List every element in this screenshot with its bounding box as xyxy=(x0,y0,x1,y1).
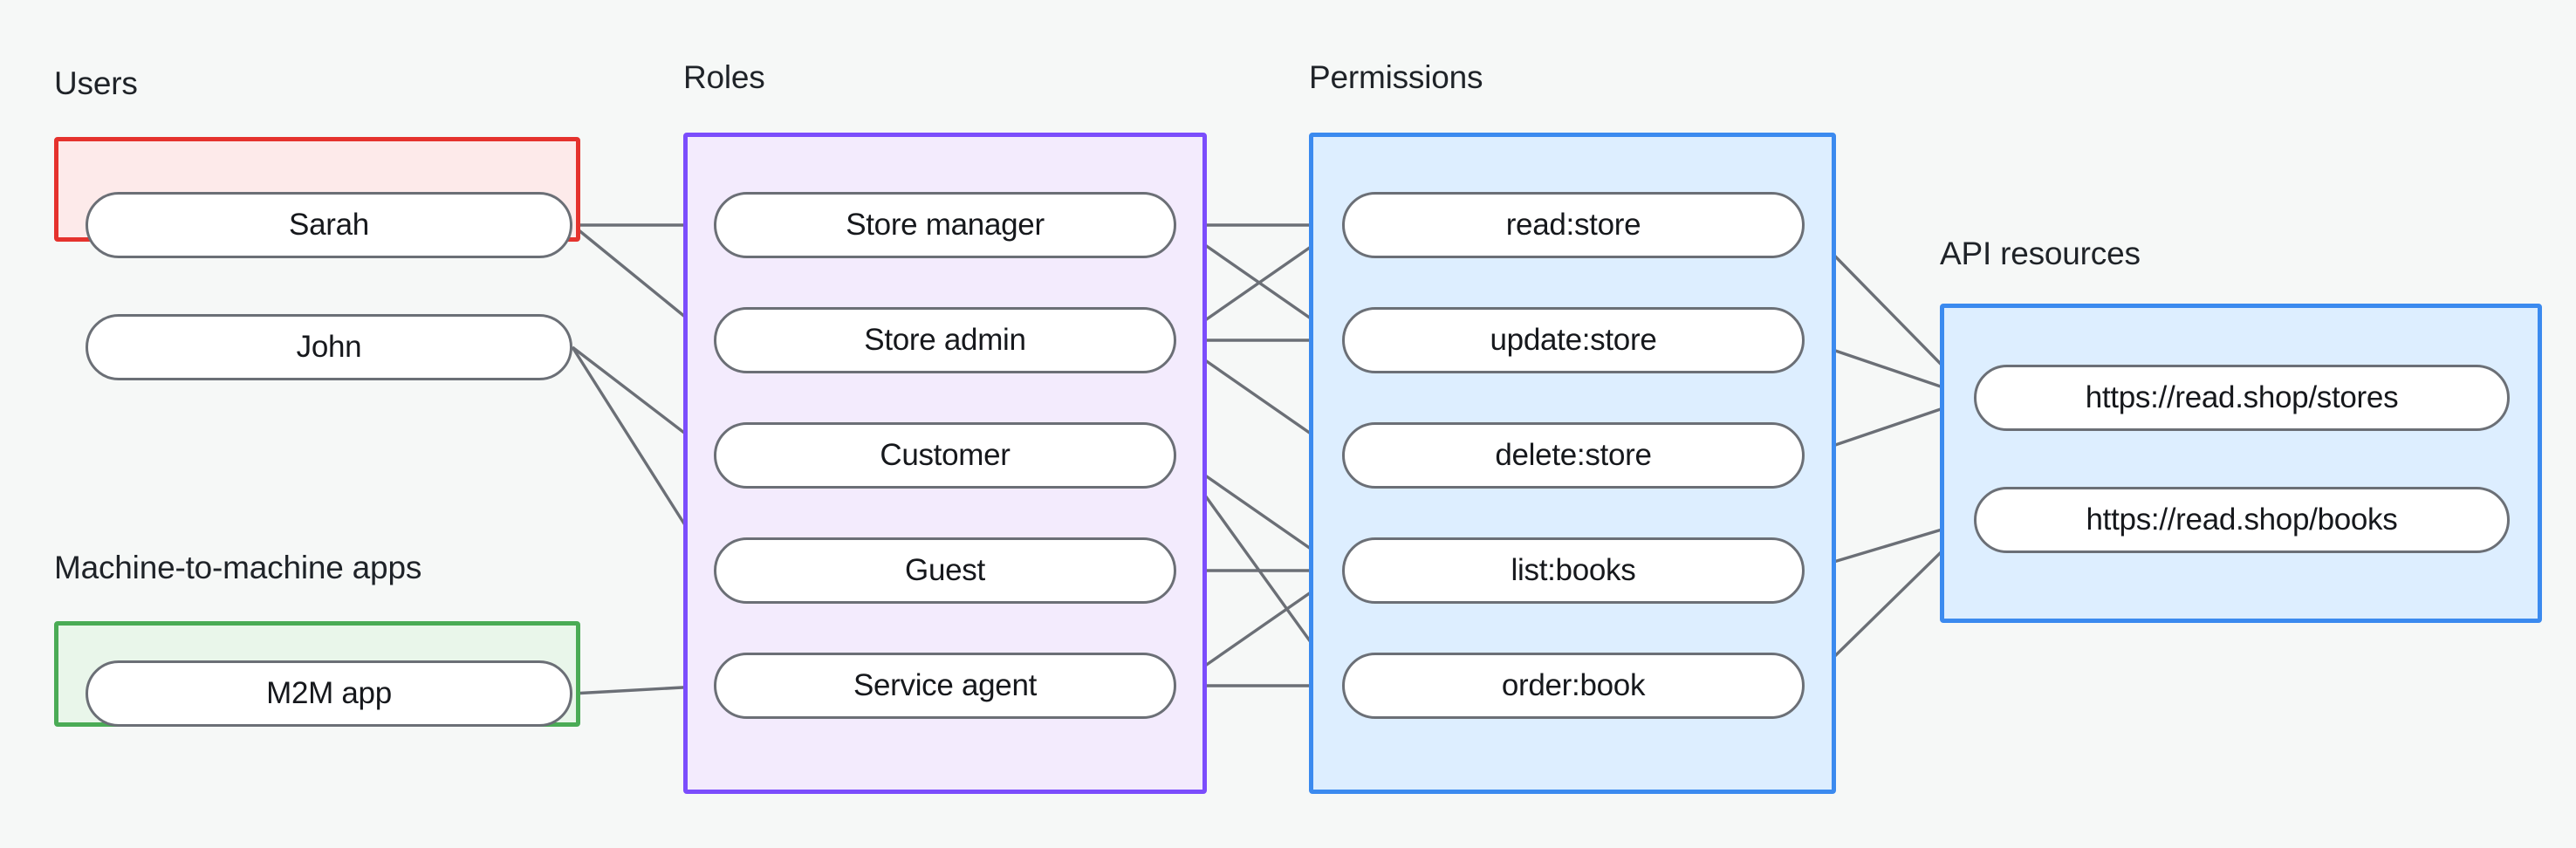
group-box-api-resources xyxy=(1940,304,2542,623)
node-customer[interactable]: Customer xyxy=(714,422,1176,489)
group-label-m2m: Machine-to-machine apps xyxy=(54,550,422,585)
group-label-users: Users xyxy=(54,65,138,101)
node-order-book[interactable]: order:book xyxy=(1342,653,1805,719)
group-label-permissions: Permissions xyxy=(1309,59,1483,95)
node-guest[interactable]: Guest xyxy=(714,537,1176,604)
node-res-stores[interactable]: https://read.shop/stores xyxy=(1974,365,2510,431)
node-sarah[interactable]: Sarah xyxy=(86,192,572,258)
node-res-books[interactable]: https://read.shop/books xyxy=(1974,487,2510,553)
group-label-roles: Roles xyxy=(683,59,765,95)
group-label-api-resources: API resources xyxy=(1940,236,2141,271)
node-service-agent[interactable]: Service agent xyxy=(714,653,1176,719)
node-delete-store[interactable]: delete:store xyxy=(1342,422,1805,489)
node-store-admin[interactable]: Store admin xyxy=(714,307,1176,373)
node-update-store[interactable]: update:store xyxy=(1342,307,1805,373)
node-m2mapp[interactable]: M2M app xyxy=(86,660,572,727)
node-store-manager[interactable]: Store manager xyxy=(714,192,1176,258)
node-list-books[interactable]: list:books xyxy=(1342,537,1805,604)
node-read-store[interactable]: read:store xyxy=(1342,192,1805,258)
node-john[interactable]: John xyxy=(86,314,572,380)
